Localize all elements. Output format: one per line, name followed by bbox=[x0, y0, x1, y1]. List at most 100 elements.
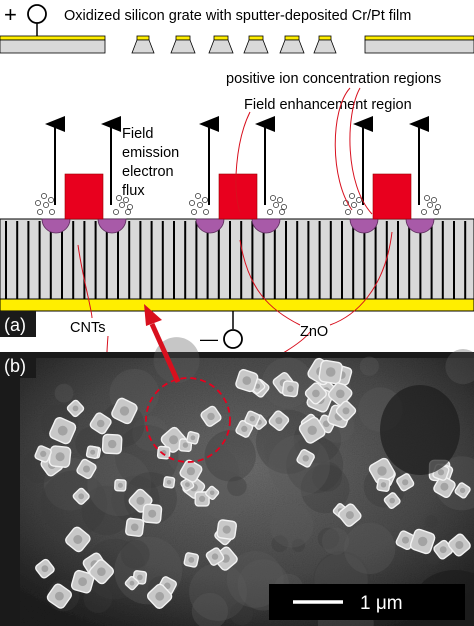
field-emission-line-3: electron bbox=[122, 164, 174, 180]
zno-particle-core bbox=[55, 452, 65, 462]
zno-block bbox=[218, 173, 258, 220]
sem-texture bbox=[359, 356, 379, 376]
zno-units bbox=[35, 116, 441, 234]
charge-dot bbox=[125, 209, 131, 215]
charge-dot bbox=[123, 197, 129, 203]
zno-unit bbox=[35, 116, 133, 234]
zno-particle-core bbox=[439, 546, 447, 554]
circle-terminal-icon bbox=[27, 4, 47, 24]
ion-region bbox=[349, 218, 379, 234]
zno-particle-core bbox=[437, 469, 445, 476]
charge-dot bbox=[49, 209, 55, 215]
zno-particle-core bbox=[222, 525, 231, 534]
zno-particle-core bbox=[199, 495, 206, 502]
ion-curve-1 bbox=[334, 87, 353, 211]
charge-dot bbox=[267, 209, 273, 215]
sem-texture bbox=[425, 515, 438, 528]
zno-particle-core bbox=[117, 482, 123, 488]
charge-dot bbox=[270, 195, 276, 201]
zno-particle-core bbox=[136, 496, 145, 505]
zno-particle-core bbox=[108, 439, 117, 449]
zno-particle-core bbox=[96, 419, 105, 428]
zno-particle-core bbox=[242, 376, 252, 385]
zno-particle-core bbox=[336, 389, 345, 399]
sem-texture bbox=[445, 349, 474, 385]
grate-tooth bbox=[208, 39, 234, 54]
ion-region bbox=[195, 218, 225, 234]
charge-dot bbox=[279, 209, 285, 215]
scale-bar: 1 μm bbox=[269, 584, 465, 620]
field-enh-curve bbox=[235, 111, 251, 213]
grate-tooth-film bbox=[248, 35, 264, 41]
zno-curve-b bbox=[329, 231, 393, 326]
zno-particle-core bbox=[72, 405, 79, 412]
zno-particle-core bbox=[129, 580, 135, 586]
field-emission-line-4: flux bbox=[122, 183, 145, 199]
grate-film-left bbox=[0, 35, 106, 41]
zno-particle-core bbox=[148, 509, 157, 518]
zno-particle-core bbox=[440, 482, 449, 491]
charge-dot bbox=[277, 197, 283, 203]
sem-texture bbox=[230, 602, 254, 626]
zno-particle-core bbox=[342, 407, 350, 415]
field-enhancement-label: Field enhancement region bbox=[244, 97, 412, 113]
zno-particle-core bbox=[455, 541, 464, 549]
zno-block bbox=[64, 173, 104, 220]
zno-particle-core bbox=[169, 435, 179, 445]
zno-particle-core bbox=[41, 565, 49, 573]
zno-particle-core bbox=[211, 553, 219, 560]
ion-curve-2 bbox=[349, 87, 373, 215]
zno-particle-core bbox=[402, 536, 409, 544]
sem-image bbox=[0, 337, 474, 626]
circle-terminal-icon bbox=[223, 329, 243, 349]
ion-region bbox=[251, 218, 281, 234]
top-terminal-group: + bbox=[4, 2, 47, 36]
panel-a-label: (a) bbox=[4, 315, 26, 335]
zno-particle-core bbox=[241, 425, 248, 432]
zno-block bbox=[372, 173, 412, 220]
zno-particle-core bbox=[345, 511, 354, 520]
charge-dot bbox=[281, 204, 287, 210]
zno-particle-core bbox=[73, 535, 83, 544]
zno-particle-core bbox=[57, 425, 68, 436]
grate-film-right bbox=[364, 35, 474, 41]
charge-dot bbox=[116, 195, 122, 201]
cnt-substrate bbox=[0, 218, 474, 312]
zno-particle-core bbox=[389, 497, 396, 504]
zno-particle-core bbox=[40, 450, 47, 457]
grate-block-left bbox=[0, 39, 106, 54]
zno-particle-core bbox=[97, 567, 106, 576]
highlight-circle bbox=[145, 377, 231, 463]
sem-texture bbox=[312, 461, 343, 492]
zno-particle-core bbox=[78, 493, 85, 500]
zno-particle-core bbox=[137, 574, 143, 581]
positive-ion-label: positive ion concentration regions bbox=[226, 71, 441, 87]
field-emission-line-2: emission bbox=[122, 145, 179, 161]
grate-tooth-film bbox=[213, 35, 229, 41]
sem-texture bbox=[227, 476, 247, 497]
zno-particle-core bbox=[78, 577, 87, 587]
zno-particle-core bbox=[209, 490, 215, 496]
zno-label: ZnO bbox=[300, 324, 328, 340]
grate-label: Oxidized silicon grate with sputter-depo… bbox=[64, 8, 411, 24]
zno-particle-core bbox=[55, 591, 64, 601]
sem-texture bbox=[343, 522, 396, 575]
sem-texture bbox=[191, 592, 228, 626]
charge-dot bbox=[349, 193, 355, 199]
charge-dot bbox=[41, 193, 47, 199]
sem-texture bbox=[54, 383, 74, 403]
zno-particle-core bbox=[312, 389, 320, 398]
charge-dot bbox=[435, 204, 441, 210]
charge-dot bbox=[113, 209, 119, 215]
sem-texture bbox=[263, 432, 301, 469]
sem-texture bbox=[120, 539, 150, 569]
zno-particle-core bbox=[207, 412, 215, 421]
field-emission-line-1: Field bbox=[122, 126, 153, 142]
charge-dot bbox=[127, 204, 133, 210]
bottom-terminal-group: — bbox=[200, 311, 243, 349]
zno-particle-core bbox=[119, 406, 130, 416]
charge-dot bbox=[351, 202, 357, 208]
charge-dot bbox=[424, 195, 430, 201]
grate-tooth bbox=[243, 39, 269, 54]
